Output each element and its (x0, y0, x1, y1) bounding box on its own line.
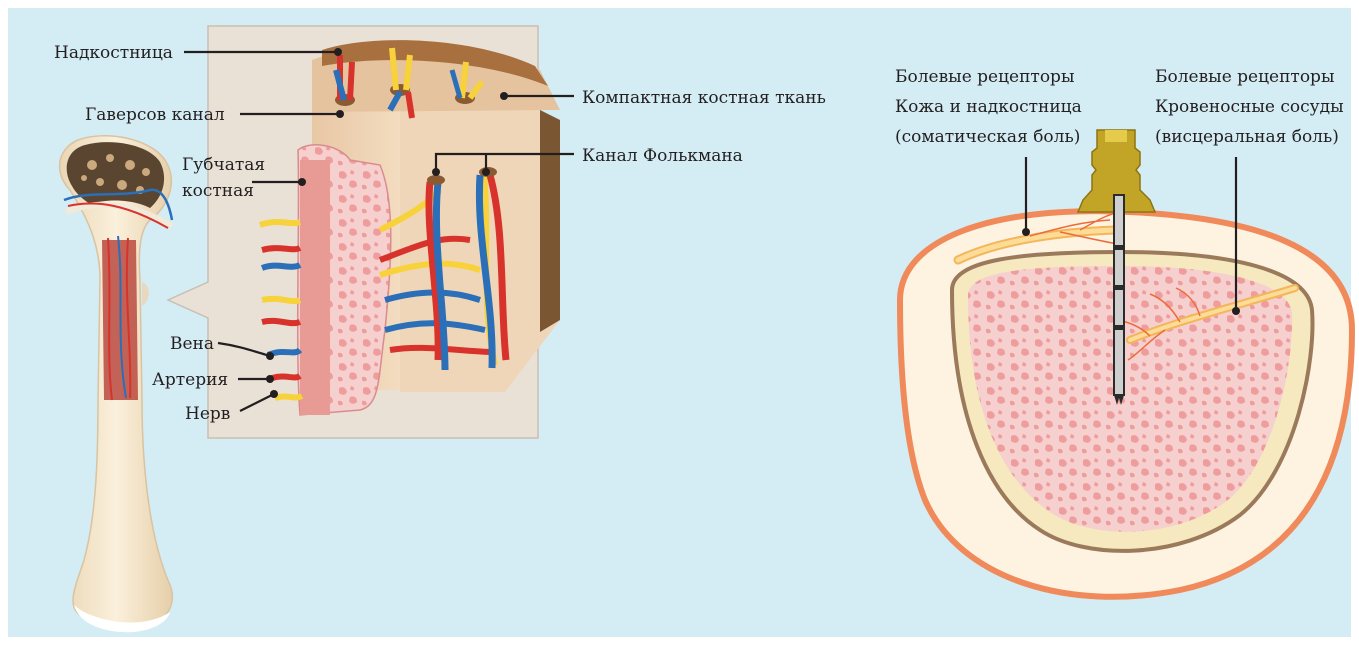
label-visceral-line2: Кровеносные сосуды (1155, 97, 1344, 117)
bone-cross-section (900, 211, 1352, 597)
label-spongy-bone-line1: Губчатая (182, 155, 265, 175)
label-spongy-bone-line2: костная (182, 181, 254, 201)
label-volkmann-canal: Канал Фолькмана (582, 146, 743, 166)
label-somatic-line2: Кожа и надкостница (895, 97, 1082, 117)
label-somatic-line1: Болевые рецепторы (895, 67, 1074, 87)
label-periosteum: Надкостница (54, 43, 173, 63)
label-somatic-line3: (соматическая боль) (895, 127, 1080, 147)
label-visceral-line3: (висцеральная боль) (1155, 127, 1339, 147)
label-visceral-line1: Болевые рецепторы (1155, 67, 1334, 87)
label-vein: Вена (170, 334, 214, 354)
label-compact-bone: Компактная костная ткань (582, 88, 826, 108)
label-artery: Артерия (152, 370, 228, 390)
label-haversian-canal: Гаверсов канал (85, 105, 225, 125)
label-nerve: Нерв (185, 404, 230, 424)
